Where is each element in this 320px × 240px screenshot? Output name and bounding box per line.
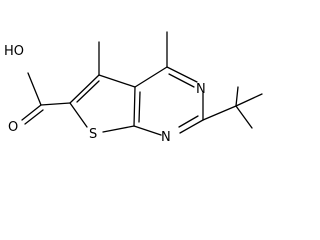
atom-label-carbonyl-o: O: [8, 120, 18, 135]
bond-c2-cq: [202, 105, 237, 121]
bond-c4-n3-double: [168, 73, 195, 88]
bond-c6-c5-double: [76, 80, 100, 103]
bond-c-o-double-2: [24, 109, 44, 125]
bond-c4a-c7a-inner: [138, 91, 141, 123]
bond-cq-me1: [235, 86, 239, 107]
bond-c4-n3: [166, 66, 198, 83]
bond-c6-cooh: [40, 102, 71, 106]
atom-label-n1: N: [161, 130, 171, 145]
bond-s-c7a: [102, 125, 135, 133]
bond-n1-c7a: [133, 125, 162, 136]
bond-c2-n1-double: [178, 115, 199, 128]
bond-c4a-c7a: [133, 86, 136, 127]
bond-c-oh: [27, 72, 42, 106]
atom-labels: HO O S N N: [4, 44, 206, 145]
bond-c5-c4a: [98, 74, 136, 88]
bond-cq-me3: [235, 105, 253, 129]
molecule-structure: HO O S N N: [4, 31, 263, 145]
bond-c6-c5: [69, 74, 100, 104]
bond-cq-me2: [235, 93, 263, 107]
bond-c4a-c4: [134, 66, 168, 88]
bonds: [21, 31, 263, 136]
bond-c6-s: [69, 102, 88, 128]
bond-c-o-double-1: [21, 104, 42, 121]
atom-label-s: S: [89, 127, 97, 142]
bond-c2-n1: [179, 119, 204, 134]
atom-label-oh: HO: [4, 44, 24, 59]
atom-label-n3: N: [196, 82, 206, 97]
